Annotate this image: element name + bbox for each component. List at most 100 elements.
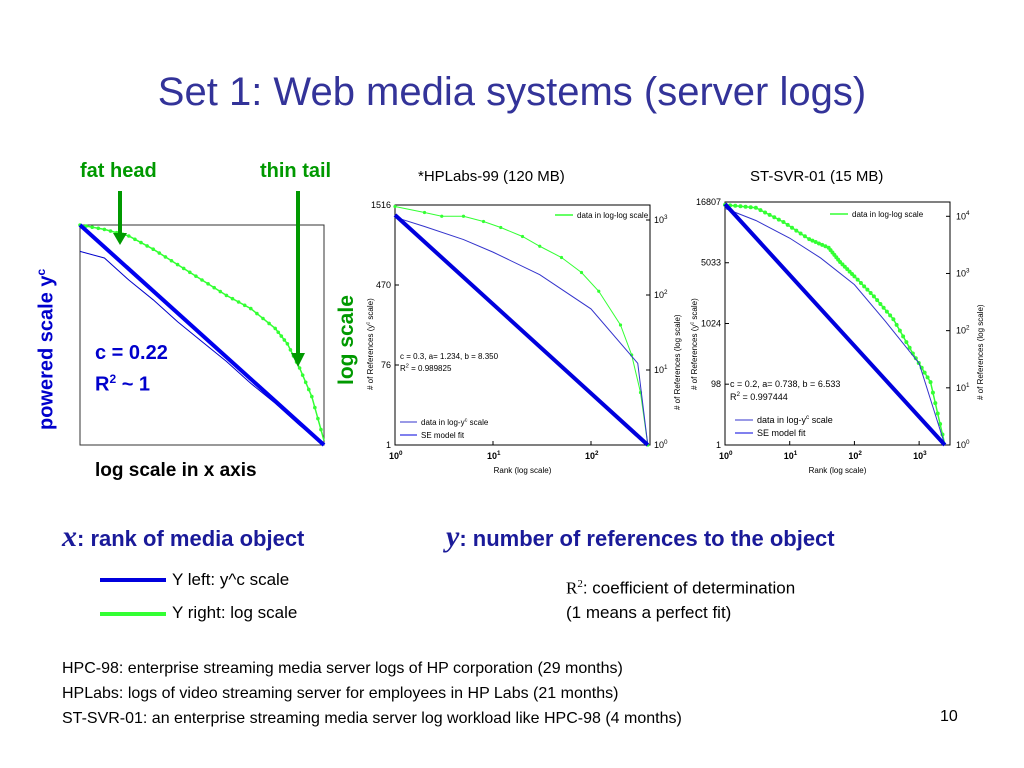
stsvr-legend-bottom-2: SE model fit [757,428,806,438]
stsvr-x-tick: 100 [719,450,733,461]
stsvr-loglog-marker [772,215,777,220]
hplabs-x-tick: 102 [585,450,599,461]
hplabs-loglog-marker [440,214,444,218]
left-green-marker [236,300,241,304]
r2-note-sup: 2 [577,578,583,590]
hplabs-loglog-marker [393,204,397,209]
hplabs-right-tick: 101 [654,364,668,375]
r2-note-line1: R2: coefficient of determination [566,578,795,599]
r2-note-text: : coefficient of determination [582,578,796,598]
stsvr-loglog-marker [852,274,857,279]
stsvr-loglog-marker [875,298,880,303]
left-green-marker [242,303,247,308]
left-green-marker [133,237,137,242]
stsvr-left-tick: 5033 [701,258,721,268]
left-green-marker [102,227,107,232]
stsvr-loglog-marker [904,340,909,345]
left-green-marker [276,330,281,335]
left-green-marker [224,293,229,298]
stsvr-loglog-marker [881,305,886,310]
left-green-marker [175,262,180,267]
thin-tail-arrowhead [291,353,305,367]
r2-note-r: R [566,578,578,598]
left-green-marker [212,285,216,290]
hplabs-fit-r2: R2 = 0.989825 [400,363,452,373]
left-green-marker [96,226,101,231]
x-var-symbol: x [62,520,77,553]
hplabs-right-tick: 102 [654,289,668,300]
left-green-marker [169,258,174,263]
left-green-marker [181,266,186,271]
stsvr-fit-eq: c = 0.2, a= 0.738, b = 6.533 [730,379,840,389]
stsvr-loglog-marker [871,294,876,299]
hplabs-left-tick: 1 [386,440,391,450]
hplabs-loglog-marker [481,219,486,224]
stsvr-loglog-marker [816,241,821,246]
stsvr-xlabel: Rank (log scale) [809,466,867,475]
left-green-marker [151,247,155,251]
left-green-marker [90,225,94,229]
left-green-marker [194,274,198,278]
stsvr-loglog-marker [738,204,743,209]
r2-approx-label: R2 ~ 1 [95,372,150,397]
left-green-marker [249,306,253,311]
r2-approx-tail: ~ 1 [116,373,151,396]
stsvr-loglog-marker [894,322,899,327]
stsvr-loglog-marker [862,284,867,289]
stsvr-loglog-marker [888,313,893,318]
y-var-symbol: y [446,520,460,553]
page-number: 10 [940,708,958,725]
hplabs-right-tick: 100 [654,439,668,450]
hplabs-x-tick: 101 [487,450,501,461]
stsvr-left-tick: 1 [716,440,721,450]
left-green-marker [310,394,314,399]
stsvr-loglog-marker [930,390,935,395]
c-value-label: c = 0.22 [95,342,168,364]
legend-green-label: Y right: log scale [172,603,298,622]
stsvr-ylabel-left: # of References (yc scale) [689,298,699,390]
hplabs-loglog-marker [520,234,525,239]
hplabs-loglog-marker [559,255,564,260]
legend-blue-line [100,578,166,582]
left-green-marker [297,366,302,370]
stsvr-loglog-marker [935,411,940,416]
stsvr-loglog-marker [925,375,930,380]
x-var-description: x: rank of media object [62,520,304,554]
stsvr-ylabel-right: # of References (log scale) [976,304,985,400]
stsvr-loglog-marker [807,237,812,242]
powered-scale-sup: c [34,268,48,276]
left-plot-frame [79,224,325,446]
stsvr-loglog-marker [897,328,902,333]
left-green-marker [188,270,192,275]
left-green-marker [273,326,277,331]
stsvr-right-tick: 103 [956,267,970,278]
hplabs-left-tick: 76 [381,360,391,370]
left-green-marker [230,296,235,301]
stsvr-loglog-marker [763,210,768,215]
stsvr-legend-bottom-1: data in log-yc scale [757,414,833,425]
legend-blue-label: Y left: y^c scale [172,570,290,589]
left-green-marker [306,387,311,392]
stsvr-left-tick: 98 [711,379,721,389]
stsvr-right-tick: 100 [956,439,970,450]
stsvr-loglog-marker [810,238,815,243]
hplabs-chart-title: *HPLabs-99 (120 MB) [418,168,565,185]
hplabs-legend-top: data in log-log scale [577,211,649,220]
left-series-2 [78,223,326,447]
powered-scale-text: powered scale y [35,275,58,430]
left-green-marker [139,240,143,245]
log-scale-label: log scale [335,295,358,385]
hplabs-loglog-marker [618,323,623,327]
hplabs-xlabel: Rank (log scale) [494,466,552,475]
left-green-marker [218,289,223,294]
left-green-marker [300,373,305,377]
hplabs-plot-frame [394,204,651,446]
footnote-hpc98: HPC-98: enterprise streaming media serve… [62,660,623,677]
stsvr-loglog-marker [748,205,753,210]
left-green-marker [206,282,210,286]
stsvr-right-tick: 101 [956,382,970,393]
stsvr-loglog-marker [884,309,889,314]
stsvr-loglog-marker [858,281,863,285]
